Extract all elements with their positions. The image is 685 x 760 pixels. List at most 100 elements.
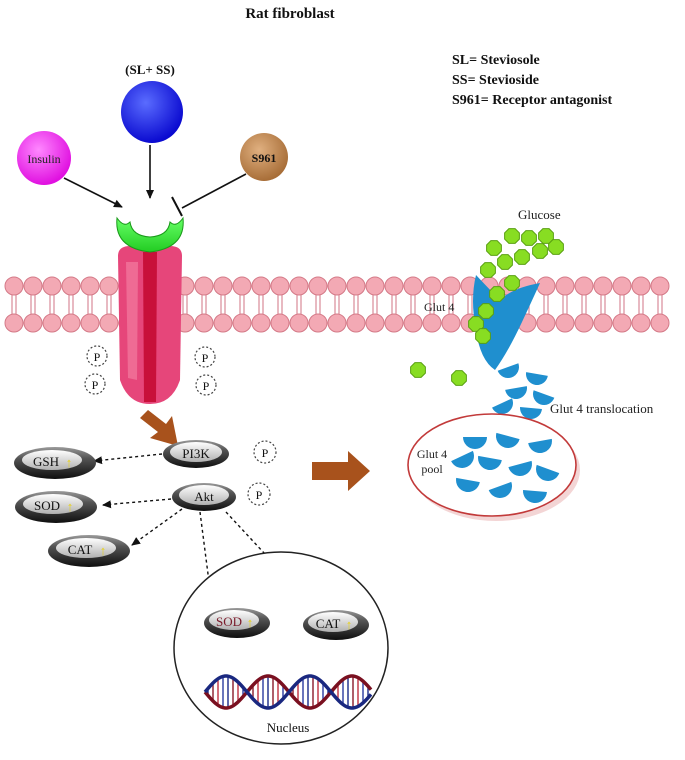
lipid-head (574, 313, 594, 333)
nucleus-label: Nucleus (267, 720, 310, 735)
lipid-head (555, 276, 575, 296)
lipid-head (289, 313, 309, 333)
glucose-molecule (410, 362, 426, 378)
glucose-label: Glucose (518, 207, 561, 222)
s961-ligand (240, 133, 288, 181)
phospho-label: P (203, 379, 210, 393)
akt-node: Akt (172, 483, 236, 511)
glut4-vesicle (478, 455, 502, 470)
lipid-head (194, 276, 214, 296)
lipid-head (213, 276, 233, 296)
glut4-vesicle (505, 386, 527, 399)
legend-s961: S961= Receptor antagonist (452, 93, 612, 108)
glucose-molecule (489, 286, 505, 302)
lipid-head (42, 276, 62, 296)
glut4-vesicle (523, 489, 547, 503)
glut4-transporter (473, 275, 540, 370)
lipid-head (365, 276, 385, 296)
glucose-molecule (548, 239, 564, 255)
lipid-head (4, 313, 24, 333)
up-arrow-icon: ↑ (247, 615, 254, 630)
sod-node: SOD ↑ (15, 491, 97, 523)
lipid-head (593, 276, 613, 296)
glucose-molecule (486, 240, 502, 256)
pi3k-to-gsh-arrow (93, 453, 163, 465)
cell-membrane (4, 276, 670, 333)
akt-phospho-circle (247, 482, 271, 506)
nuclear-cat-node: CAT ↑ (303, 610, 369, 640)
lipid-head (574, 276, 594, 296)
insulin-ligand (17, 131, 71, 185)
glucose-molecules (410, 228, 564, 386)
up-arrow-icon: ↑ (100, 543, 107, 558)
lipid-head (365, 313, 385, 333)
pi3k-phospho-circle (253, 440, 277, 464)
receptor-phospho-group: P P P P (84, 345, 217, 396)
s961-inhibit-bar (171, 196, 183, 217)
lipid-head (536, 313, 556, 333)
sl-ss-label: (SL+ SS) (125, 62, 175, 77)
glut4-vesicle (520, 407, 542, 419)
lipid-head (441, 313, 461, 333)
lipid-head (403, 313, 423, 333)
lipid-head (80, 313, 100, 333)
insulin-receptor (116, 216, 184, 404)
lipid-head (194, 313, 214, 333)
diagram-title: Rat fibroblast (245, 6, 334, 22)
legend-sl: SL= Steviosole (452, 53, 540, 68)
lipid-head (308, 276, 328, 296)
lipid-head (99, 313, 119, 333)
glut4-pool-vesicles (451, 432, 560, 503)
lipid-head (346, 313, 366, 333)
lipid-head (422, 276, 442, 296)
up-arrow-icon: ↑ (66, 455, 73, 470)
dna-strand (203, 674, 373, 710)
nucleus (173, 551, 389, 745)
glut4-vesicle (533, 390, 555, 405)
lipid-head (232, 313, 252, 333)
receptor-binding-cap (116, 216, 184, 253)
pi3k-label: PI3K (182, 446, 210, 461)
glut4-vesicle (528, 438, 552, 453)
glut4-vesicle (492, 398, 513, 414)
akt-to-cat-arrow (131, 508, 183, 546)
glucose-molecule (504, 228, 520, 244)
lipid-head (536, 276, 556, 296)
lipid-head (441, 276, 461, 296)
glucose-molecule (521, 230, 537, 246)
dna-helix-icon (203, 674, 373, 710)
gsh-label: GSH (33, 454, 59, 469)
s961-inhibit-line (181, 173, 247, 209)
lipid-head (4, 276, 24, 296)
lipid-head (23, 313, 43, 333)
glut4-translocating-vesicles (492, 363, 555, 419)
nuclear-sod-label: SOD (216, 614, 242, 629)
lipid-head (422, 313, 442, 333)
lipid-head (612, 276, 632, 296)
lipid-head (251, 313, 271, 333)
lipid-head (270, 313, 290, 333)
glucose-molecule (514, 249, 530, 265)
pi3k-node: PI3K (163, 440, 229, 468)
glut4-vesicle (463, 437, 487, 449)
lipid-head (289, 276, 309, 296)
nuclear-cat-label: CAT (316, 616, 341, 631)
lipid-head (232, 276, 252, 296)
lipid-head (384, 276, 404, 296)
lipid-head (42, 313, 62, 333)
up-arrow-icon: ↑ (346, 617, 353, 632)
akt-to-sod-arrow (102, 498, 172, 509)
glucose-molecule (451, 370, 467, 386)
insulin-arrow (63, 177, 123, 208)
glut4-vesicle (508, 460, 532, 476)
glut4-translocation-label: Glut 4 translocation (550, 401, 654, 416)
lipid-head (327, 276, 347, 296)
up-arrow-icon: ↑ (67, 499, 74, 514)
glut4-vesicle (488, 481, 512, 498)
gsh-node: GSH ↑ (14, 447, 96, 479)
lipid-head (631, 276, 651, 296)
lipid-head (650, 276, 670, 296)
phospho-circle (194, 346, 216, 368)
